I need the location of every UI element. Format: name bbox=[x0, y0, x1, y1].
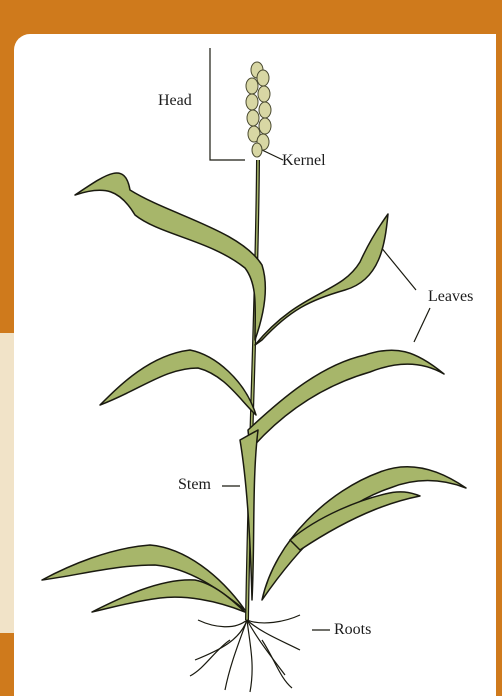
roots bbox=[190, 615, 300, 692]
kernel-leader bbox=[262, 150, 283, 160]
label-leaves: Leaves bbox=[428, 288, 473, 306]
leaf-upper-left bbox=[75, 173, 265, 340]
label-kernel: Kernel bbox=[282, 152, 326, 170]
leaf-upper-right bbox=[255, 214, 388, 345]
label-head: Head bbox=[158, 92, 192, 110]
leaf-mid-left bbox=[100, 350, 256, 415]
label-stem: Stem bbox=[178, 476, 211, 494]
leaf-mid-right bbox=[248, 350, 444, 450]
wheat-head bbox=[246, 62, 271, 157]
leaves-leader-upper bbox=[380, 246, 416, 290]
leaves-leader-lower bbox=[414, 308, 430, 342]
leaf-low-right bbox=[262, 467, 466, 600]
label-roots: Roots bbox=[334, 621, 371, 639]
head-bracket bbox=[210, 48, 245, 160]
